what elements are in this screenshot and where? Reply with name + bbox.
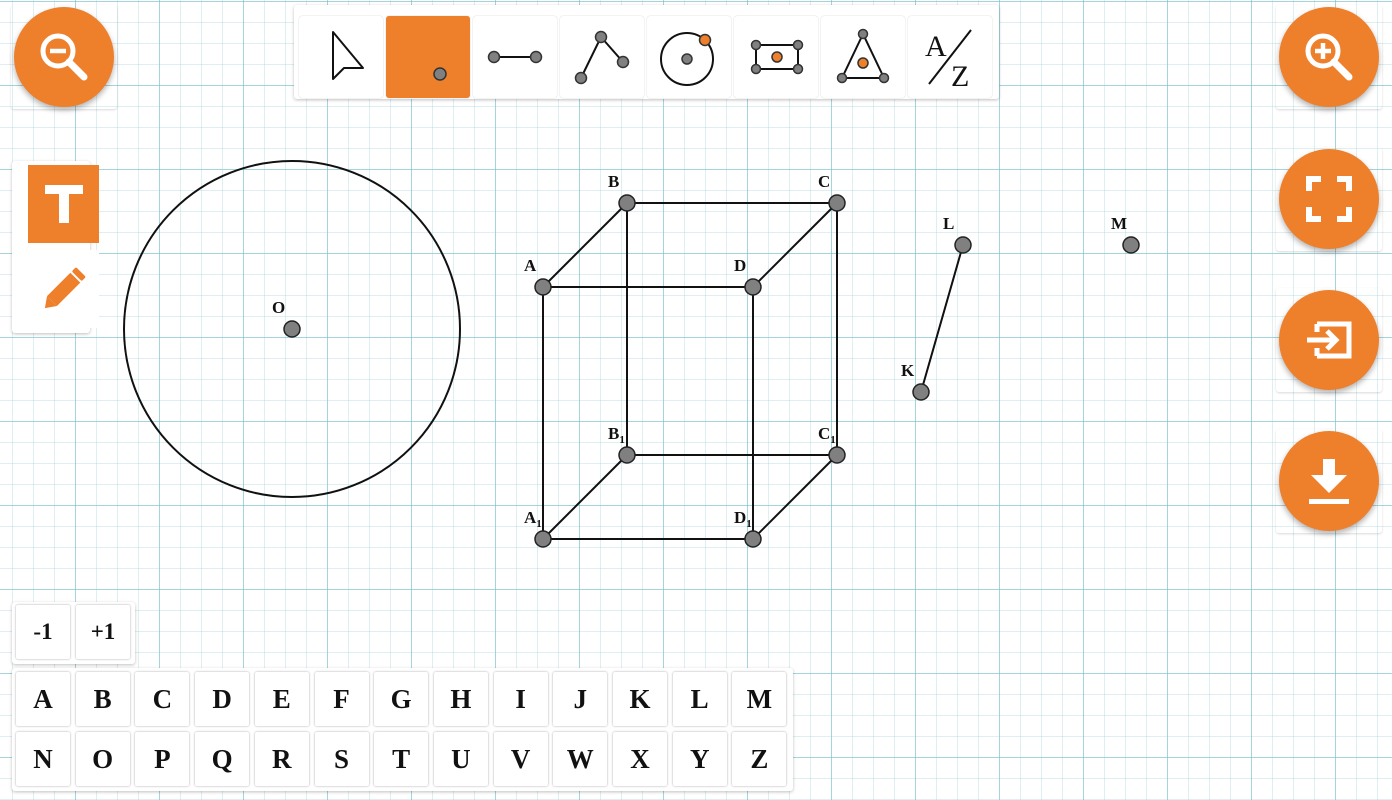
tool-segment[interactable] (473, 16, 557, 98)
fullscreen-icon (1306, 176, 1352, 222)
key-p[interactable]: P (135, 732, 190, 786)
point-k[interactable] (912, 383, 930, 401)
labels-az-icon: A Z (925, 29, 972, 92)
label-b1: B1 (608, 424, 625, 446)
zoom-out-icon (40, 33, 88, 81)
key-y[interactable]: Y (672, 732, 727, 786)
point-d1[interactable] (744, 530, 762, 548)
zoom-in-icon (1305, 33, 1353, 81)
key-t[interactable]: T (374, 732, 429, 786)
svg-text:A: A (925, 30, 947, 63)
key-x[interactable]: X (613, 732, 667, 786)
key-d[interactable]: D (195, 672, 250, 726)
label-o: O (272, 298, 285, 317)
key-e[interactable]: E (254, 672, 309, 726)
key-i[interactable]: I (493, 672, 548, 726)
key-q[interactable]: Q (195, 732, 250, 786)
pencil-tool[interactable] (28, 250, 99, 328)
rectangle-icon (750, 39, 804, 75)
key-z[interactable]: Z (732, 732, 787, 786)
segment-icon (487, 50, 543, 64)
decrement-button[interactable]: -1 (16, 605, 70, 659)
segment-kl[interactable] (920, 244, 964, 393)
tool-point[interactable] (386, 16, 470, 98)
key-c[interactable]: C (135, 672, 190, 726)
left-tools-panel (12, 161, 99, 333)
key-w[interactable]: W (553, 732, 608, 786)
point-c[interactable] (828, 194, 846, 212)
download-button[interactable] (1279, 431, 1379, 531)
point-icon (433, 67, 447, 81)
text-t-icon (44, 185, 83, 223)
zoom-out-button[interactable] (14, 7, 114, 107)
tool-rectangle[interactable] (734, 16, 818, 98)
point-a[interactable] (534, 278, 552, 296)
label-c: C (818, 172, 830, 191)
point-l[interactable] (954, 236, 972, 254)
point-c1[interactable] (828, 446, 846, 464)
tool-labels[interactable]: A Z (908, 16, 992, 98)
label-d1: D1 (734, 508, 752, 530)
label-c1: C1 (818, 424, 836, 446)
triangle-icon (836, 28, 890, 84)
key-f[interactable]: F (314, 672, 369, 726)
fullscreen-button[interactable] (1279, 149, 1379, 249)
key-h[interactable]: H (433, 672, 488, 726)
point-a1[interactable] (534, 530, 552, 548)
key-k[interactable]: K (613, 672, 667, 726)
point-d[interactable] (744, 278, 762, 296)
point-m[interactable] (1122, 236, 1140, 254)
label-l: L (943, 214, 954, 233)
cursor-arrow-icon (332, 31, 364, 80)
svg-text:Z: Z (951, 60, 969, 92)
key-l[interactable]: L (672, 672, 727, 726)
key-o[interactable]: O (75, 732, 130, 786)
download-icon (1309, 459, 1349, 504)
tool-polyline[interactable] (560, 16, 644, 98)
cube-edges[interactable] (542, 202, 838, 540)
import-icon (1307, 321, 1352, 359)
pencil-icon (44, 267, 85, 309)
key-a[interactable]: A (16, 672, 70, 726)
counter-panel: -1 +1 (12, 602, 135, 664)
key-g[interactable]: G (374, 672, 429, 726)
circle-icon (660, 32, 714, 86)
key-u[interactable]: U (433, 732, 488, 786)
import-button[interactable] (1279, 290, 1379, 390)
tools-toolbar: A Z (294, 5, 999, 99)
tool-triangle[interactable] (821, 16, 905, 98)
key-s[interactable]: S (314, 732, 369, 786)
label-k: K (901, 361, 915, 380)
label-a1: A1 (524, 508, 542, 530)
text-tool[interactable] (28, 165, 99, 243)
point-o[interactable] (283, 320, 301, 338)
zoom-in-button[interactable] (1279, 7, 1379, 107)
key-m[interactable]: M (732, 672, 787, 726)
key-v[interactable]: V (493, 732, 548, 786)
polyline-icon (574, 30, 630, 85)
key-r[interactable]: R (254, 732, 309, 786)
key-b[interactable]: B (75, 672, 130, 726)
key-n[interactable]: N (16, 732, 70, 786)
label-m: M (1111, 214, 1127, 233)
point-b[interactable] (618, 194, 636, 212)
tool-select[interactable] (299, 16, 383, 98)
key-j[interactable]: J (553, 672, 608, 726)
circle-shape[interactable] (123, 160, 461, 498)
label-a: A (524, 256, 537, 275)
label-b: B (608, 172, 619, 191)
tool-circle[interactable] (647, 16, 731, 98)
point-b1[interactable] (618, 446, 636, 464)
label-d: D (734, 256, 746, 275)
increment-button[interactable]: +1 (76, 605, 130, 659)
